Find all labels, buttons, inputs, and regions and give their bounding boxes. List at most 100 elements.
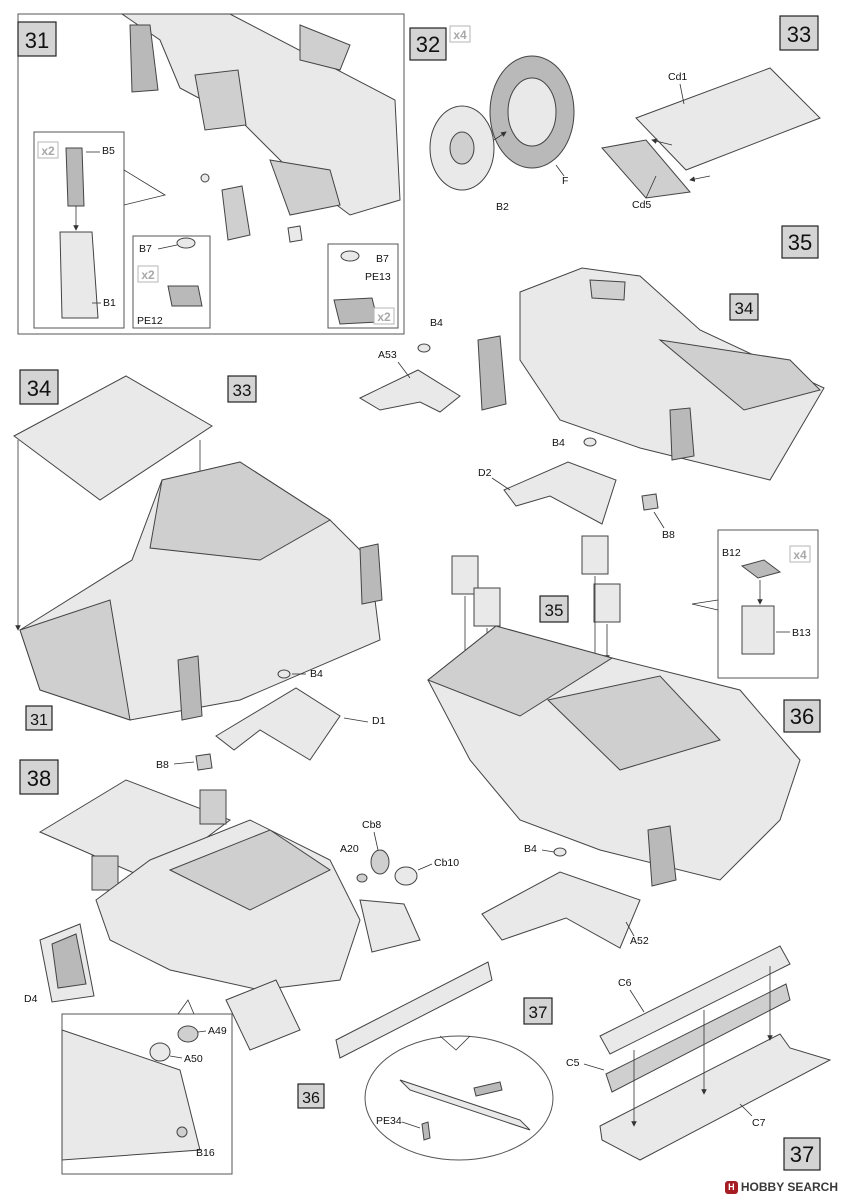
strap-detail: [473, 1081, 503, 1097]
bolt-b16: [176, 1126, 188, 1138]
lens-cb10: [394, 866, 418, 886]
label-A50: A50: [184, 1053, 203, 1065]
label-PE13: PE13: [365, 271, 391, 283]
step-37-badge: [783, 1137, 821, 1171]
step-32-badge: [409, 27, 447, 61]
headlight-cb8: [370, 849, 390, 875]
step-32-panel: 32 x4 B2 F: [409, 25, 575, 213]
ref-33-number: 33: [233, 381, 252, 400]
step-34-badge: [19, 369, 59, 405]
spring-34-front: [177, 655, 203, 721]
lamp-a50: [149, 1042, 171, 1062]
rear-deck-35: [658, 339, 821, 411]
label-B12: B12: [722, 547, 741, 559]
box-c7: [599, 1033, 832, 1161]
lid-c6: [599, 945, 791, 1055]
ref-34-number: 34: [735, 299, 754, 318]
cap-b12: [740, 559, 782, 579]
label-B7-right: B7: [376, 253, 389, 265]
ref-34-badge: [729, 293, 759, 321]
bolt-b4-35a: [417, 343, 431, 353]
front-plate-34: [19, 599, 131, 721]
label-B13: B13: [792, 627, 811, 639]
axle-31: [269, 159, 341, 216]
spring-31: [129, 24, 159, 93]
label-B16: B16: [196, 1147, 215, 1159]
jerrycan-2: [473, 587, 501, 627]
step-34-number: 34: [27, 376, 51, 401]
vision-port-31: [299, 24, 351, 71]
can-b13: [741, 605, 775, 655]
mult-36: x4: [793, 548, 807, 562]
bin-edge-detail: [399, 1079, 531, 1131]
bolt-a20: [356, 873, 368, 883]
block-b8-35: [641, 493, 659, 511]
bolt-b4-35b: [583, 437, 597, 447]
ref-35-badge: [539, 595, 569, 623]
jerrycan-38-a: [199, 789, 227, 825]
step-35-panel: 35 34 A53 B4 D2 B4 B8: [358, 225, 825, 541]
footer-brand: HOBBY SEARCH: [740, 1179, 838, 1194]
label-A20: A20: [340, 843, 359, 855]
label-D4: D4: [24, 993, 38, 1005]
label-D1: D1: [372, 715, 386, 727]
label-B5: B5: [102, 145, 115, 157]
spring-mount-31: [221, 185, 251, 241]
step-33-badge: [779, 15, 819, 51]
label-PE12: PE12: [137, 315, 163, 327]
label-PE34: PE34: [376, 1115, 402, 1127]
jerrycan-4: [593, 583, 621, 623]
ref-36-number: 36: [302, 1090, 320, 1107]
label-A49: A49: [208, 1025, 227, 1037]
label-B1: B1: [103, 297, 116, 309]
mult-31-c: x2: [377, 310, 391, 324]
spring-front-35: [477, 335, 507, 411]
plate-pe13: [333, 297, 379, 325]
fender-a53: [358, 369, 461, 413]
spring-34-rear: [359, 543, 383, 605]
cap-b7-left: [176, 237, 196, 249]
label-Cd1: Cd1: [668, 71, 687, 83]
label-B7-left: B7: [139, 243, 152, 255]
mult-32: x4: [453, 28, 467, 42]
spring-rear-35: [669, 407, 695, 461]
step-38-badge: [19, 759, 59, 795]
hatch-31: [194, 69, 247, 131]
hull-35: [519, 267, 825, 481]
fender-a52: [481, 871, 641, 949]
clip-31: [287, 225, 303, 243]
bolt-31: [200, 173, 210, 183]
cap-b7-right: [340, 250, 360, 262]
side-c5: [605, 983, 791, 1093]
fender-d1: [215, 687, 341, 761]
lamp-a49: [177, 1025, 199, 1043]
label-B4-34: B4: [310, 668, 323, 680]
step-35-number: 35: [788, 230, 812, 255]
hobby-search-logo-icon: H: [724, 1181, 738, 1194]
ref-36-badge: [297, 1083, 325, 1109]
label-C7: C7: [752, 1117, 766, 1129]
ref-35-number: 35: [545, 601, 564, 620]
step-33-panel: 33 Cd1 Cd5: [601, 15, 821, 211]
spring-b5: [65, 147, 85, 207]
step-36-number: 36: [790, 704, 814, 729]
rear-deck-36: [427, 625, 614, 717]
label-B4-35b: B4: [552, 437, 565, 449]
ref-37-number: 37: [529, 1003, 548, 1022]
stowage-bin-37: [335, 961, 493, 1059]
panel-cd1: [635, 67, 821, 171]
step-32-number: 32: [416, 32, 440, 57]
callout-pe34: [364, 1035, 554, 1161]
bracket-b1: [59, 231, 99, 319]
label-C5: C5: [566, 1057, 580, 1069]
label-C6: C6: [618, 977, 632, 989]
ref-31-number: 31: [30, 712, 48, 729]
jerrycan-38-b: [91, 855, 119, 891]
label-Cb8: Cb8: [362, 819, 381, 831]
block-b8-34: [195, 753, 213, 771]
ref-31-badge: [25, 705, 53, 731]
bolt-b4-36: [553, 847, 567, 857]
label-B8-34: B8: [156, 759, 169, 771]
